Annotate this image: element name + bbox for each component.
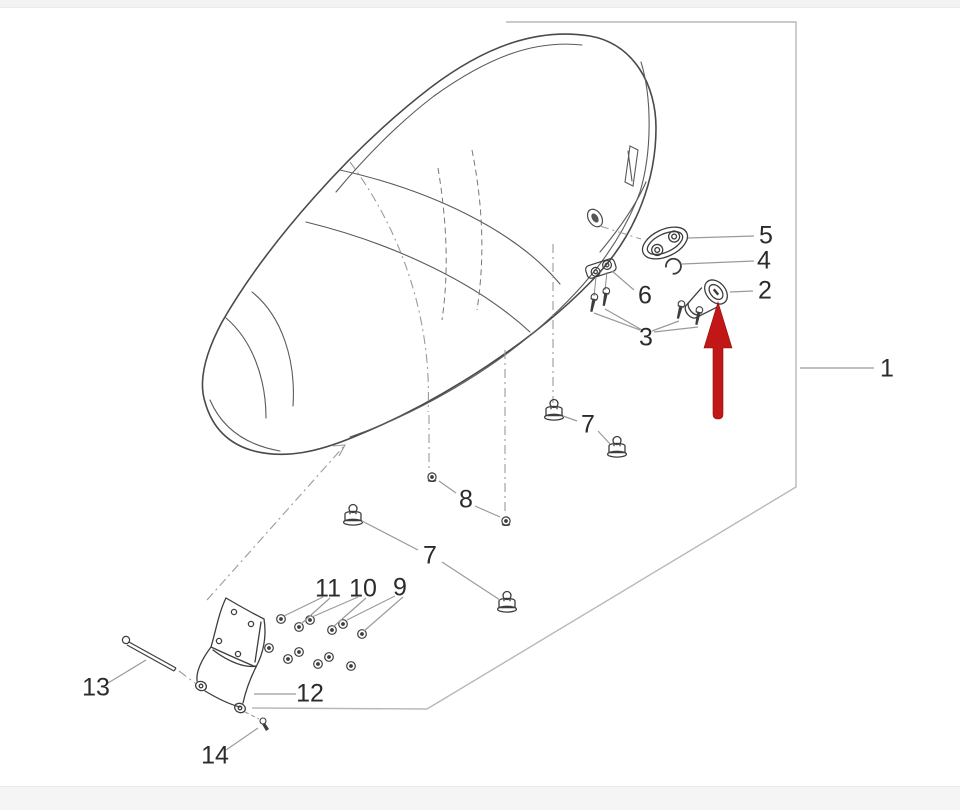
pivot-rod-part-13 bbox=[121, 635, 177, 672]
dash-dot-arrowhead bbox=[244, 444, 346, 720]
part-label-3: 3 bbox=[639, 323, 653, 352]
lock-catch-part-5 bbox=[641, 226, 689, 260]
screw-part-14 bbox=[259, 717, 269, 731]
seat-keyhole-detail bbox=[586, 208, 604, 228]
nuts-washers-part-9-10-11 bbox=[264, 614, 367, 671]
part-label-7-rear: 7 bbox=[581, 410, 595, 439]
part-label-11: 11 bbox=[315, 574, 341, 603]
part-label-9: 9 bbox=[393, 573, 407, 602]
dash-dot-lines bbox=[178, 161, 642, 684]
part-label-4: 4 bbox=[757, 246, 771, 275]
red-pointer-arrow bbox=[703, 300, 733, 420]
seat-inner-lines bbox=[209, 43, 650, 452]
part-label-8: 8 bbox=[459, 485, 473, 514]
lock-barrel-part-2 bbox=[684, 279, 728, 319]
assembly-boundary-line bbox=[251, 21, 797, 710]
seat-dashed-lines bbox=[437, 149, 483, 321]
leader-lines bbox=[107, 235, 874, 751]
page-bottom-strip bbox=[0, 786, 960, 810]
part-label-14: 14 bbox=[201, 741, 229, 770]
part-label-6: 6 bbox=[638, 281, 652, 310]
part-label-1: 1 bbox=[880, 354, 894, 383]
seat-outline bbox=[201, 33, 657, 456]
part-label-7-front: 7 bbox=[423, 541, 437, 570]
part-label-13: 13 bbox=[82, 673, 110, 702]
page-top-strip bbox=[0, 0, 960, 8]
latch-bracket-part-6 bbox=[585, 258, 617, 297]
part-label-2: 2 bbox=[758, 276, 772, 305]
part-label-10: 10 bbox=[349, 574, 377, 603]
part-label-5: 5 bbox=[759, 221, 773, 250]
retainer-clip-part-4 bbox=[665, 257, 682, 275]
mount-bracket-part-12 bbox=[194, 597, 266, 714]
part-label-12: 12 bbox=[296, 679, 324, 708]
